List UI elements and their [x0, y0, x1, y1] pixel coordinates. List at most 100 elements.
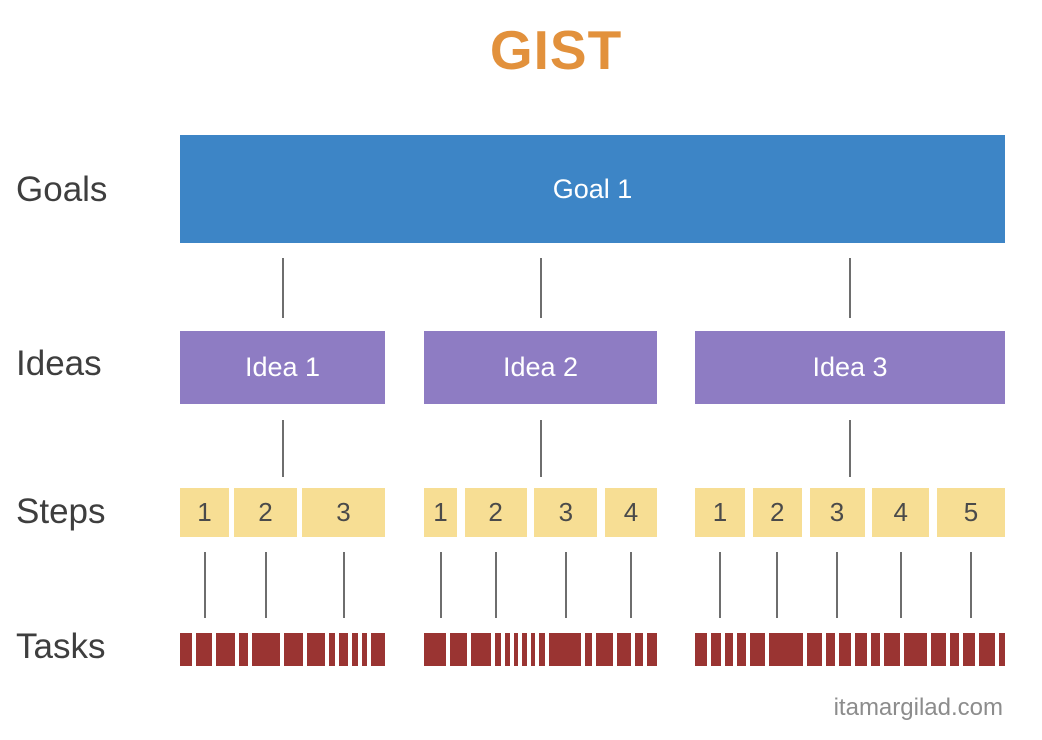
- row-label-steps: Steps: [16, 492, 106, 531]
- step-box: 3: [809, 488, 865, 537]
- connector-cell: [937, 537, 1005, 633]
- task-segment: [449, 633, 468, 666]
- task-segment: [883, 633, 900, 666]
- task-segment: [749, 633, 765, 666]
- connector-line: [719, 552, 721, 618]
- step-box: 2: [464, 488, 527, 537]
- row-label-ideas: Ideas: [16, 344, 102, 383]
- tasks-bar: [180, 633, 386, 666]
- task-segment: [647, 633, 657, 666]
- row-label-goals: Goals: [16, 170, 108, 209]
- step-box: 1: [695, 488, 745, 537]
- task-segment: [724, 633, 734, 666]
- connector-cell: [695, 537, 745, 633]
- task-segment: [871, 633, 880, 666]
- step-box: 1: [424, 488, 457, 537]
- step-box: 4: [872, 488, 930, 537]
- task-segment: [195, 633, 213, 666]
- task-segment: [522, 633, 527, 666]
- connector-line: [539, 420, 542, 477]
- task-segment: [826, 633, 835, 666]
- idea-to-steps-connector: [424, 404, 657, 488]
- connector-line: [281, 420, 284, 477]
- task-segment: [962, 633, 976, 666]
- watermark-text: itamargilad.com: [833, 694, 1003, 721]
- connector-line: [539, 258, 542, 318]
- task-segment: [495, 633, 501, 666]
- task-segment: [180, 633, 192, 666]
- task-segment: [328, 633, 336, 666]
- goal-to-idea-connector: [424, 243, 657, 331]
- task-segment: [695, 633, 708, 666]
- idea-bar: Idea 1: [180, 331, 385, 404]
- connector-cell: [872, 537, 929, 633]
- step-box: 1: [180, 488, 229, 537]
- connector-line: [564, 552, 567, 618]
- task-segment: [306, 633, 325, 666]
- task-segment: [252, 633, 280, 666]
- connector-cell: [465, 537, 527, 633]
- connector-line: [836, 552, 838, 618]
- task-segment: [514, 633, 519, 666]
- task-segment: [737, 633, 746, 666]
- step-box: 2: [234, 488, 297, 537]
- task-segment: [634, 633, 644, 666]
- connector-line: [849, 420, 851, 477]
- task-segment: [768, 633, 803, 666]
- task-segment: [596, 633, 613, 666]
- connector-line: [849, 258, 851, 318]
- connector-line: [203, 552, 206, 618]
- task-segment: [806, 633, 823, 666]
- steps-to-tasks-connectors: [695, 537, 1005, 633]
- task-segment: [711, 633, 721, 666]
- connector-line: [494, 552, 497, 618]
- connector-line: [970, 552, 972, 618]
- task-segment: [855, 633, 868, 666]
- idea-to-steps-connector: [695, 404, 1005, 488]
- connector-line: [342, 552, 345, 618]
- task-segment: [616, 633, 631, 666]
- step-box: 4: [604, 488, 657, 537]
- connector-cell: [605, 537, 657, 633]
- goal-to-idea-connector: [695, 243, 1005, 331]
- steps-to-tasks-connectors: [180, 537, 385, 633]
- task-segment: [424, 633, 446, 666]
- idea-to-steps-connector: [180, 404, 385, 488]
- task-segment: [216, 633, 236, 666]
- task-segment: [584, 633, 593, 666]
- page-title: GIST: [489, 19, 623, 81]
- step-box: 2: [752, 488, 802, 537]
- task-segment: [361, 633, 368, 666]
- task-segment: [530, 633, 535, 666]
- connector-cell: [753, 537, 802, 633]
- tasks-bar: [424, 633, 657, 666]
- task-segment: [239, 633, 249, 666]
- connector-line: [629, 552, 632, 618]
- connector-cell: [534, 537, 597, 633]
- task-segment: [979, 633, 995, 666]
- idea-bar: Idea 3: [695, 331, 1005, 404]
- connector-cell: [302, 537, 385, 633]
- task-segment: [504, 633, 511, 666]
- task-segment: [283, 633, 303, 666]
- connector-line: [439, 552, 442, 618]
- task-segment: [838, 633, 852, 666]
- task-segment: [339, 633, 348, 666]
- task-segment: [371, 633, 386, 666]
- steps-to-tasks-connectors: [424, 537, 657, 633]
- goal-to-idea-connector: [180, 243, 385, 331]
- task-segment: [548, 633, 581, 666]
- row-label-tasks: Tasks: [16, 627, 106, 666]
- task-segment: [471, 633, 491, 666]
- task-segment: [950, 633, 959, 666]
- step-box: 5: [937, 488, 1005, 537]
- step-box: 3: [534, 488, 598, 537]
